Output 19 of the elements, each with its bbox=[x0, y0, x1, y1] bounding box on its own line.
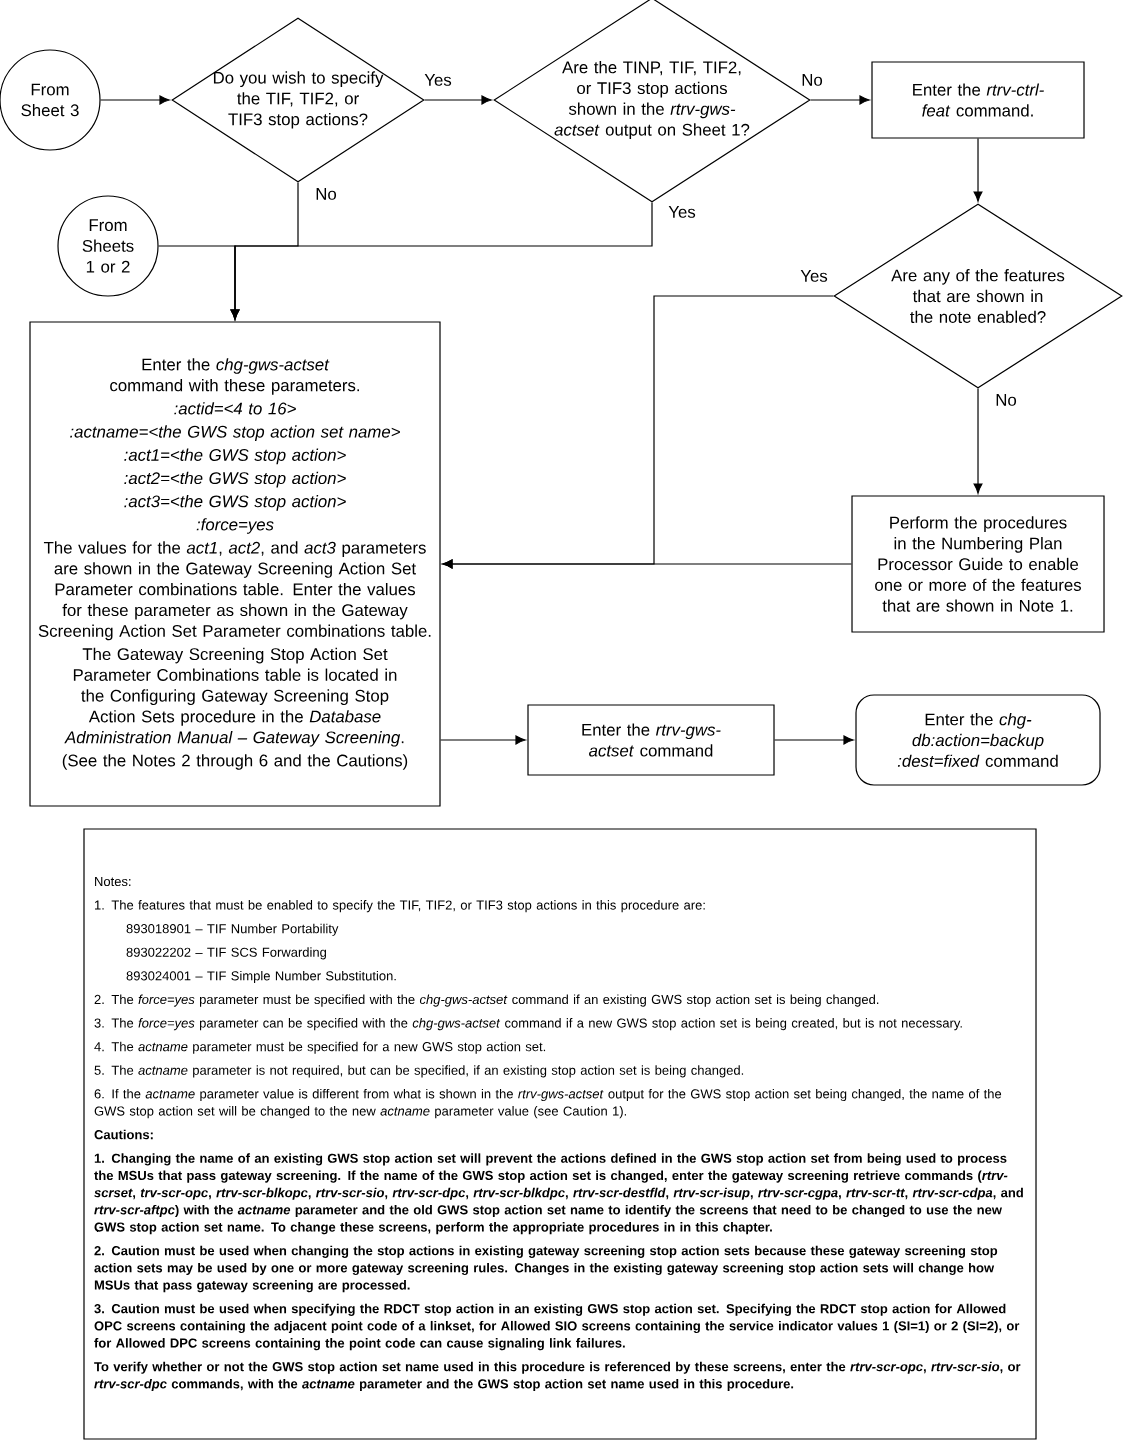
arrow bbox=[440, 735, 526, 745]
edge-label: Yes bbox=[666, 204, 698, 220]
arrow bbox=[442, 559, 852, 569]
edge-label: Yes bbox=[422, 72, 454, 88]
arrow bbox=[810, 95, 870, 105]
arrow bbox=[424, 95, 492, 105]
arrow bbox=[973, 138, 983, 202]
arrow bbox=[100, 95, 170, 105]
process-box: Enter the rtrv-ctrl-feat command. bbox=[871, 61, 1085, 139]
arrow bbox=[158, 245, 240, 320]
process-box: Perform the procedures in the Numbering Plan Processor Guide to enable one or more of the features that are shown in Note 1. bbox=[851, 495, 1105, 633]
process-box: Enter the rtrv-gws-actset command bbox=[527, 704, 775, 776]
process-box: Enter the chg-gws-actset command with these parameters. :actid=<4 to 16> :actname=<the GWS stop action set name> :act1=<the GWS stop action> :act2=<the GWS stop action> :act3=<the GWS stop action> :force=yes The values for the act1, act2, and act3 parameters are shown in the Gateway Screening Action Set Parameter combinations table. Enter the values for these parameter as shown in the Gateway Screening Action Set Parameter combinations table. The Gateway Screening Stop Action Set Parameter Combinations table is located in the Configuring Gateway Screening Stop Action Sets procedure in the Database Administration Manual – Gateway Screening. (See the Notes 2 through 6 and the Cautions) bbox=[29, 321, 441, 807]
edge-label: Yes bbox=[798, 268, 830, 284]
edge-label: No bbox=[313, 186, 339, 202]
terminal-box: Enter the chg-db:action=backup :dest=fixed command bbox=[855, 694, 1101, 786]
arrow bbox=[973, 388, 983, 494]
edge-label: No bbox=[993, 392, 1019, 408]
arrow bbox=[774, 735, 854, 745]
